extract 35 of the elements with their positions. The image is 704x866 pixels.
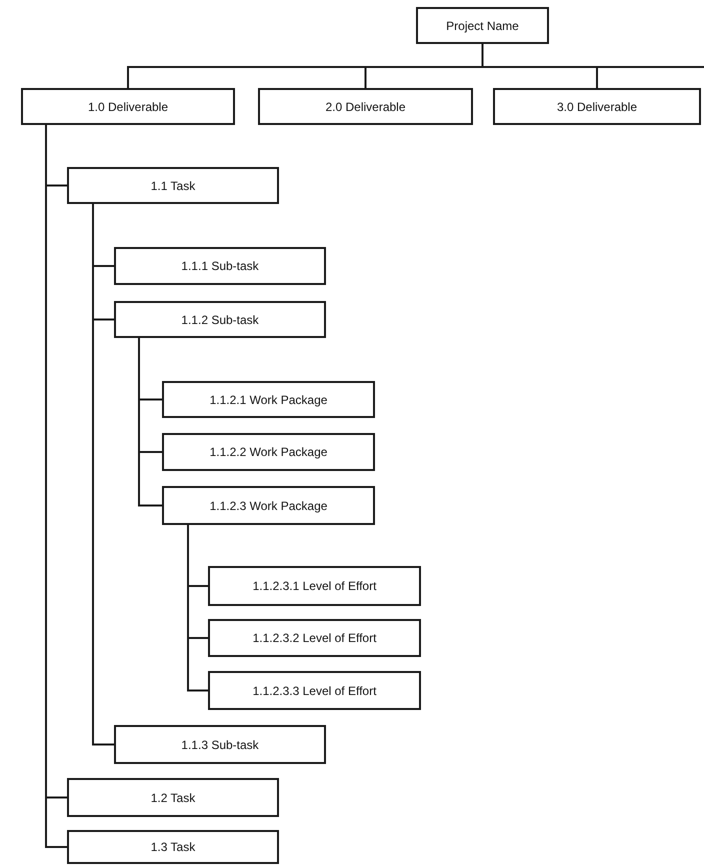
wbs-box	[208, 671, 421, 710]
node-label: 1.1.2.1 Work Package	[210, 392, 328, 406]
wbs-box	[67, 167, 279, 204]
node-label: 1.0 Deliverable	[88, 100, 168, 114]
node-label: 1.2 Task	[150, 790, 196, 804]
wbs-box	[162, 433, 375, 471]
wbs-box	[258, 88, 473, 125]
wbs-box	[21, 88, 235, 125]
wbs-box	[67, 830, 279, 864]
wbs-box	[114, 301, 326, 338]
node-label: 1.1.2.3.2 Level of Effort	[252, 631, 376, 645]
node-label: 1.1.2.3.1 Level of Effort	[252, 579, 376, 593]
node-label: 1.1 Task	[150, 178, 196, 192]
node-label: 2.0 Deliverable	[325, 100, 406, 114]
node-label: 1.1.3 Sub-task	[181, 738, 259, 752]
node-label: 1.1.2 Sub-task	[181, 312, 259, 326]
node-label: 3.0 Deliverable	[556, 100, 638, 114]
wbs-box	[493, 88, 701, 125]
wbs-box	[208, 566, 421, 606]
node-label: 1.1.2.3 Work Package	[210, 498, 328, 512]
node-label: Project Name	[446, 18, 519, 32]
wbs-box	[208, 619, 421, 657]
wbs-box	[67, 778, 279, 817]
wbs-box	[416, 7, 549, 44]
node-label: 1.3 Task	[150, 840, 196, 854]
node-label: 1.1.2.2 Work Package	[210, 445, 328, 459]
node-label: 1.1.2.3.3 Level of Effort	[252, 684, 376, 698]
wbs-box	[162, 381, 375, 418]
wbs-box	[162, 486, 375, 525]
connector-line	[138, 338, 162, 506]
wbs-box	[114, 247, 326, 285]
connector-line	[482, 43, 704, 89]
connector-line	[187, 525, 208, 692]
node-label: 1.1.1 Sub-task	[181, 259, 259, 273]
wbs-box	[114, 725, 326, 764]
